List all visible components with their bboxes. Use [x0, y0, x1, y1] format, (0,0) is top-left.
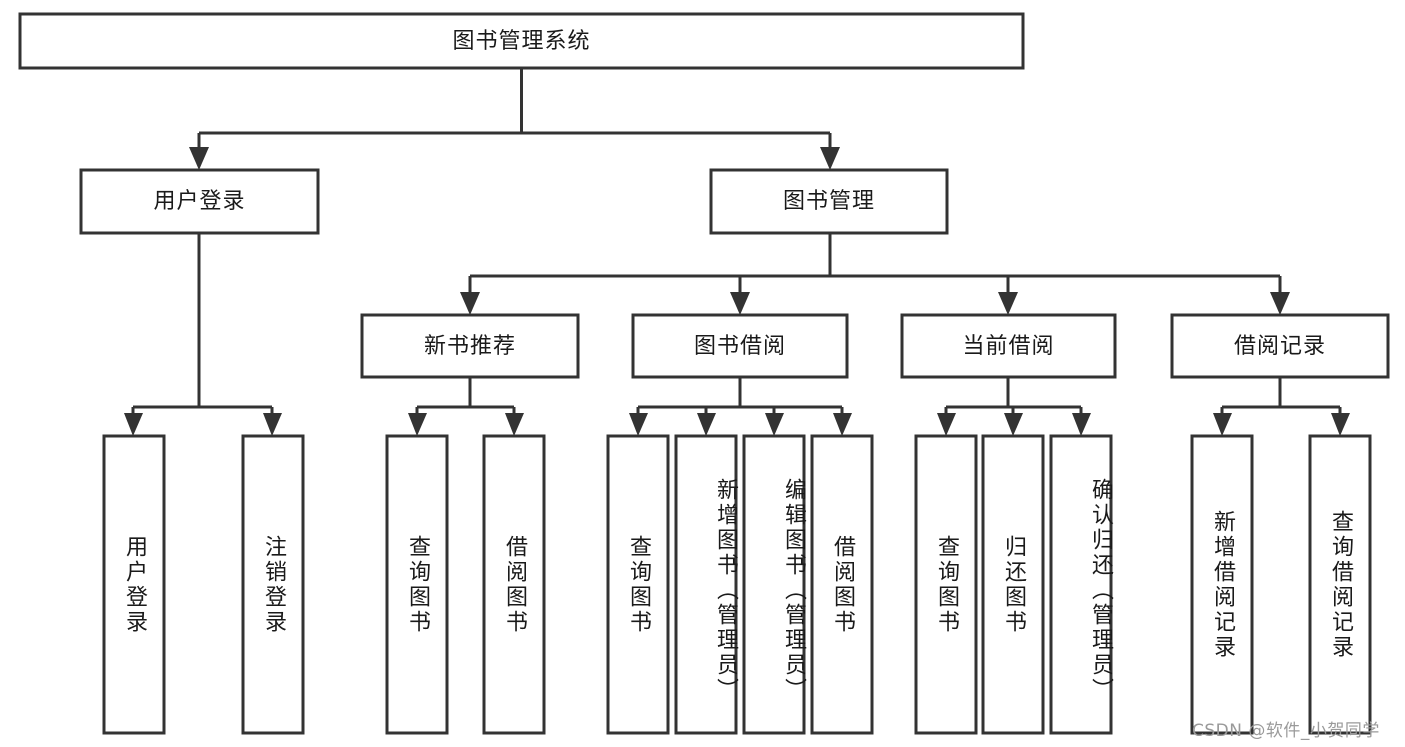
arrow-head-book-manage [820, 147, 840, 170]
arrow-head-borrow-record [1270, 292, 1290, 315]
arrow-head-leaf-confirm-return [1072, 413, 1091, 436]
node-new-book-rec-box[interactable] [360, 313, 580, 379]
arrow-head-leaf-add-record [1213, 413, 1232, 436]
node-book-borrow-box[interactable] [631, 313, 849, 379]
leaf-box-group [102, 434, 1372, 735]
node-book-borrow-label: 图书借阅 [694, 334, 786, 359]
connector-group-book-manage [460, 233, 1290, 315]
node-current-borrow-box[interactable] [900, 313, 1117, 379]
leaf-borrow-book-1-box[interactable] [482, 434, 546, 735]
leaf-query-book-3-box[interactable] [914, 434, 978, 735]
node-book-manage-label: 图书管理 [783, 189, 875, 214]
node-current-borrow-label: 当前借阅 [962, 334, 1054, 359]
arrow-head-new-book-rec [460, 292, 480, 315]
connector-group-current-borrow [937, 377, 1091, 436]
arrow-head-leaf-user-login [124, 413, 143, 436]
arrow-head-leaf-borrow-book-1 [505, 413, 524, 436]
node-user-login-label: 用户登录 [153, 189, 245, 214]
connector-group-book-borrow [629, 377, 852, 436]
leaf-borrow-book-2-box[interactable] [810, 434, 874, 735]
arrow-head-leaf-logout [263, 413, 282, 436]
leaf-edit-book-box[interactable] [742, 434, 806, 735]
leaf-query-book-1-box[interactable] [385, 434, 449, 735]
arrow-head-leaf-borrow-book-2 [833, 413, 852, 436]
node-root-label: 图书管理系统 [452, 29, 590, 54]
connector-group-user-login [124, 233, 282, 436]
connector-group-borrow-record [1213, 377, 1350, 436]
node-user-login[interactable]: 用户登录 [79, 168, 320, 235]
leaf-return-book-box[interactable] [981, 434, 1045, 735]
leaf-add-record-box[interactable] [1190, 434, 1254, 735]
arrow-head-book-borrow [730, 292, 750, 315]
node-root-box[interactable] [18, 12, 1025, 70]
node-borrow-record-box[interactable] [1170, 313, 1390, 379]
arrow-head-leaf-add-book [697, 413, 716, 436]
leaf-add-book-box[interactable] [674, 434, 738, 735]
node-borrow-record-label: 借阅记录 [1234, 334, 1326, 359]
arrow-head-current-borrow [998, 292, 1018, 315]
connector-group-new-book-rec [408, 377, 524, 436]
connector-group-root [189, 68, 840, 170]
leaf-user-login-box[interactable] [102, 434, 166, 735]
node-book-manage-box[interactable] [709, 168, 949, 235]
leaf-logout-box[interactable] [241, 434, 305, 735]
arrow-head-leaf-query-book-3 [937, 413, 956, 436]
node-book-borrow[interactable]: 图书借阅 [631, 313, 849, 379]
node-book-manage[interactable]: 图书管理 [709, 168, 949, 235]
node-user-login-box[interactable] [79, 168, 320, 235]
arrow-head-leaf-return-book [1004, 413, 1023, 436]
node-root[interactable]: 图书管理系统 [18, 12, 1025, 70]
csdn-watermark: CSDN @软件_小贺同学 [1192, 721, 1380, 741]
arrow-head-leaf-query-book-2 [629, 413, 648, 436]
node-new-book-rec-label: 新书推荐 [424, 334, 516, 359]
node-new-book-rec[interactable]: 新书推荐 [360, 313, 580, 379]
arrow-head-leaf-edit-book [765, 413, 784, 436]
arrow-head-leaf-query-record [1331, 413, 1350, 436]
arrow-head-user-login [189, 147, 209, 170]
node-borrow-record[interactable]: 借阅记录 [1170, 313, 1390, 379]
leaf-confirm-return-box[interactable] [1049, 434, 1113, 735]
leaf-query-book-2-box[interactable] [606, 434, 670, 735]
arrow-head-leaf-query-book-1 [408, 413, 427, 436]
leaf-query-record-box[interactable] [1308, 434, 1372, 735]
node-current-borrow[interactable]: 当前借阅 [900, 313, 1117, 379]
